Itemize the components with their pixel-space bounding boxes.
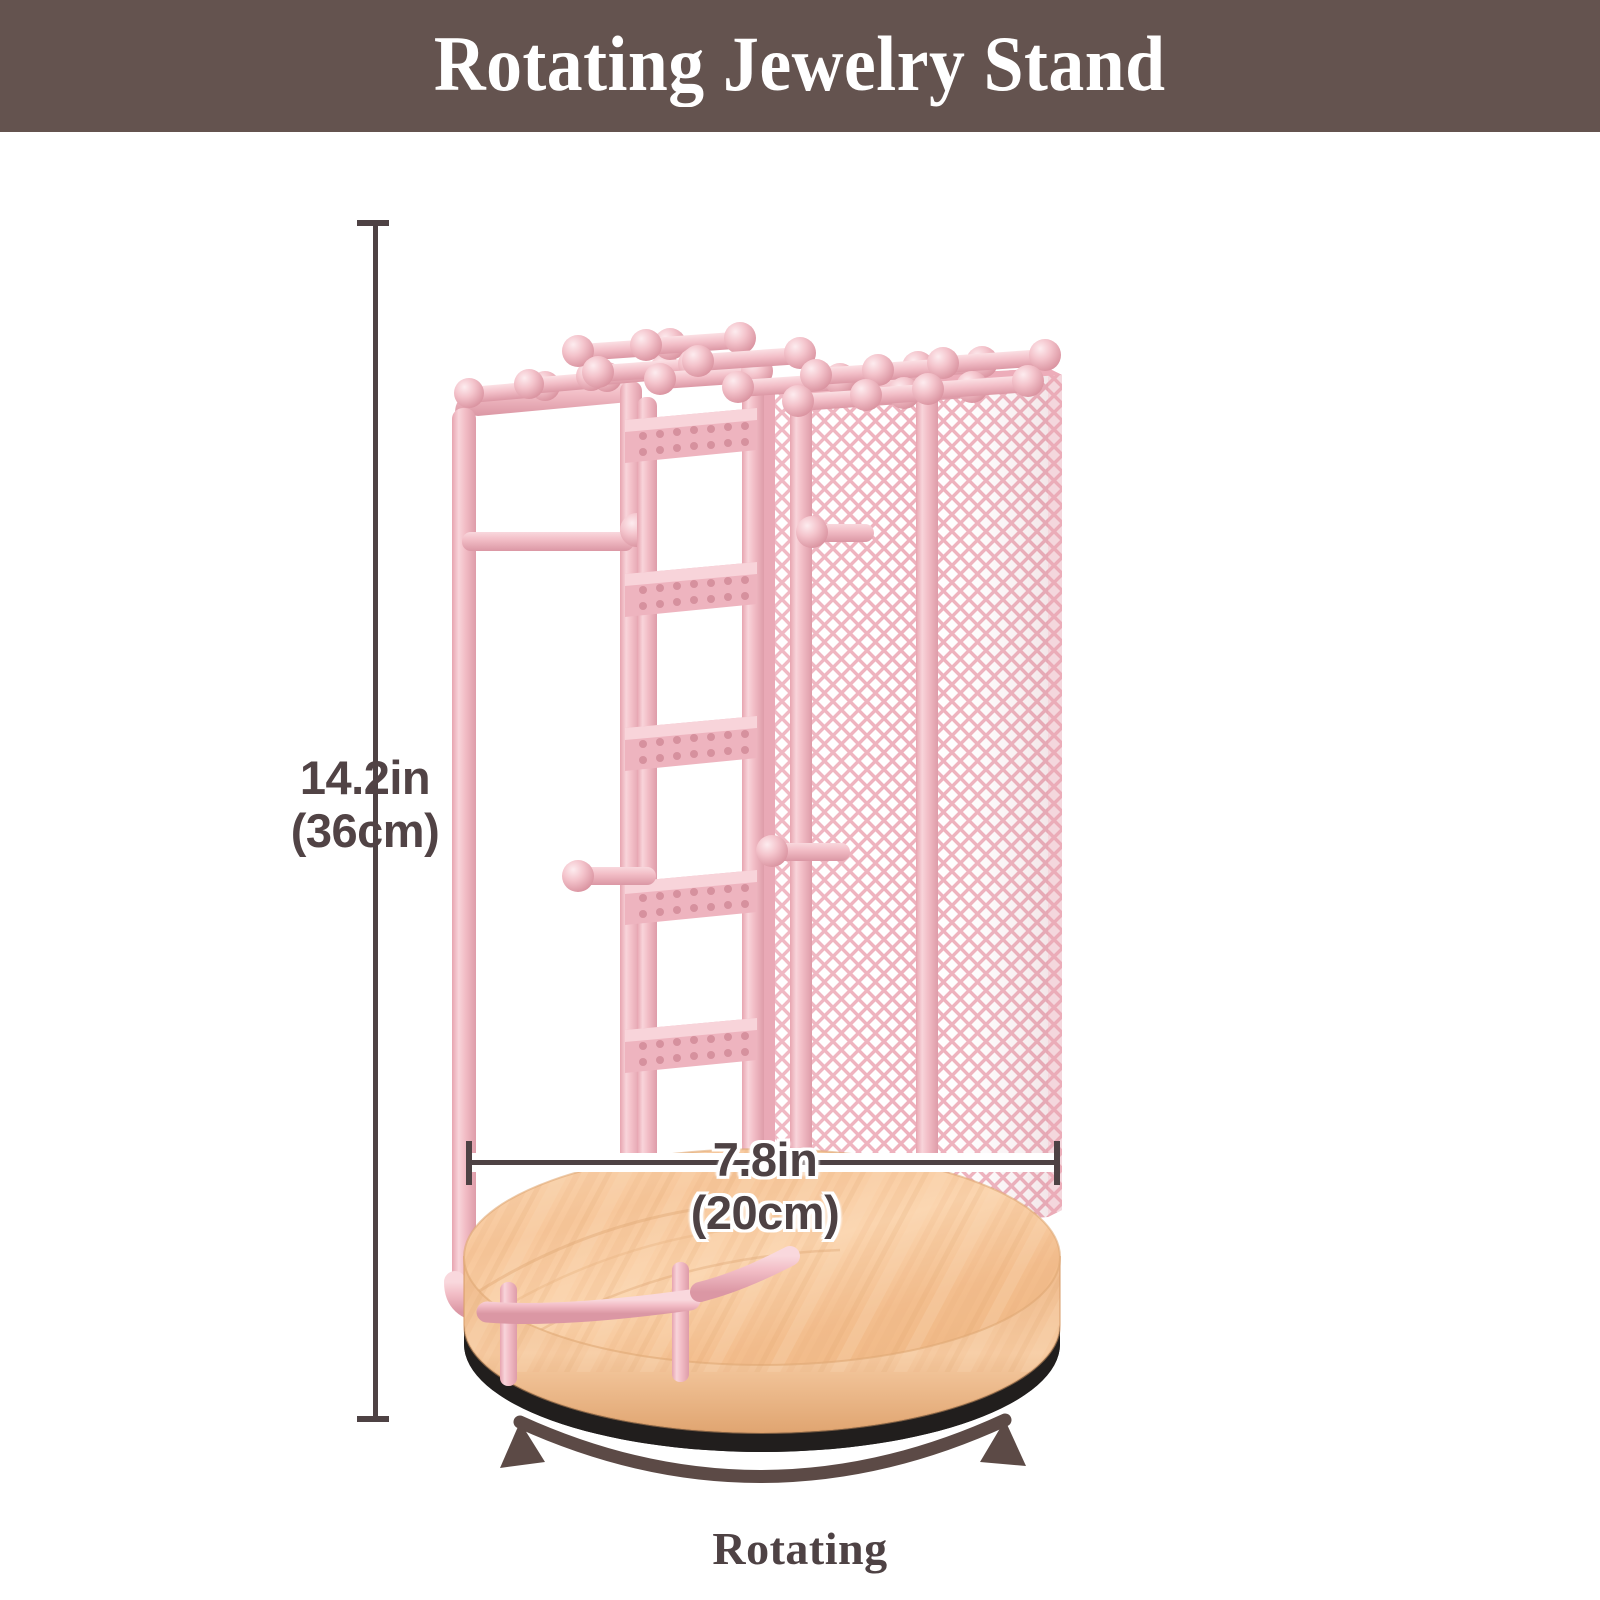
- rotating-caption: Rotating: [712, 1523, 888, 1574]
- product-image: [444, 322, 1062, 1483]
- height-value-inches: 14.2in: [299, 751, 431, 804]
- height-dimension-rule: [373, 220, 378, 1422]
- height-dimension-label: 14.2in (36cm): [270, 751, 460, 857]
- width-tick-right: [1054, 1141, 1060, 1185]
- earring-ladder: [562, 380, 764, 1210]
- header-banner: Rotating Jewelry Stand: [0, 0, 1600, 132]
- width-value-cm: (20cm): [690, 1185, 840, 1239]
- earring-bar: [625, 408, 757, 463]
- width-tick-left: [466, 1141, 472, 1185]
- height-value-cm: (36cm): [290, 803, 440, 857]
- width-dimension-line: [466, 1132, 1060, 1194]
- height-dimension-line: [357, 220, 389, 1422]
- hook-cluster: [454, 322, 1061, 417]
- product-illustration-stage: 14.2in (36cm) 7.8in (20cm) Rotating: [0, 132, 1600, 1600]
- stand-legs-front: [476, 1246, 800, 1386]
- height-tick-bottom: [357, 1416, 389, 1422]
- mesh-panel-back: [761, 384, 775, 1237]
- width-dimension-label: 7.8in (20cm): [640, 1133, 890, 1239]
- mesh-panel-right: [775, 368, 1062, 1237]
- width-value-inches: 7.8in: [712, 1133, 818, 1186]
- earring-bar: [625, 562, 757, 617]
- width-dimension-rule: [466, 1160, 1060, 1165]
- rotation-arrow: [500, 1413, 1026, 1483]
- earring-bar: [625, 1018, 757, 1073]
- earring-bar: [625, 870, 757, 925]
- earring-bar: [625, 716, 757, 771]
- frame-left: [444, 379, 654, 1386]
- page-title: Rotating Jewelry Stand: [434, 20, 1166, 107]
- frame-right: [756, 377, 982, 1400]
